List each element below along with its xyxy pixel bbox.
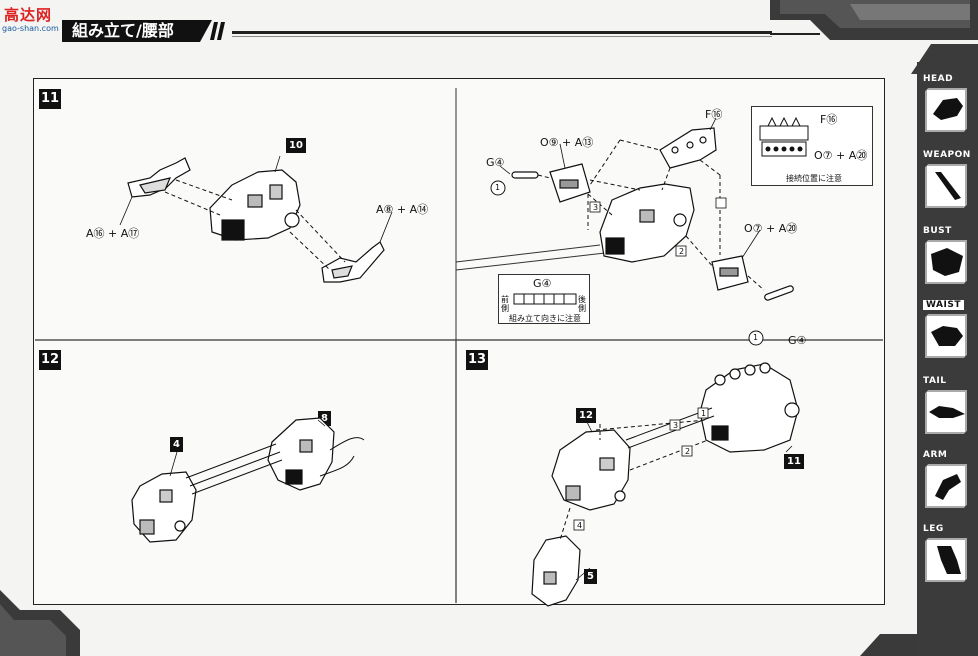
ref-tag-12: 12 xyxy=(576,408,596,423)
part-label-g4-right: G④ xyxy=(788,334,807,347)
bottom-left-ornament xyxy=(0,590,80,656)
nav-label-tail: TAIL xyxy=(923,376,947,386)
s13-callout-1: 1 xyxy=(701,409,707,418)
part-label-g4-left: G④ xyxy=(486,156,505,169)
weapon-icon xyxy=(925,164,967,208)
part-label-a16-a17: A⑯ + A⑰ xyxy=(86,227,140,240)
step-11-number: 11 xyxy=(39,89,61,109)
leg-icon xyxy=(925,538,967,582)
nav-item-arm[interactable]: ARM xyxy=(921,450,977,516)
box-label-o7-a20: O⑦ + A⑳ xyxy=(814,149,868,162)
logo-url: gao-shan.com xyxy=(2,24,59,33)
part-label-f16: F⑯ xyxy=(705,108,723,121)
box-back-label: 後側 xyxy=(578,295,586,313)
nav-item-weapon[interactable]: WEAPON xyxy=(921,150,977,216)
bust-icon xyxy=(925,240,967,284)
ref-tag-11: 11 xyxy=(784,454,804,469)
ref-tag-5: 5 xyxy=(584,569,597,584)
nav-label-head: HEAD xyxy=(923,74,954,84)
logo-text: 高达网 xyxy=(4,6,53,24)
waist-icon xyxy=(925,314,967,358)
orientation-caption: 組み立て向きに注意 xyxy=(509,314,581,323)
ref-tag-4: 4 xyxy=(170,437,183,452)
part-label-a8-a14: A⑧ + A⑭ xyxy=(376,203,429,216)
nav-label-arm: ARM xyxy=(923,450,948,460)
box-front-label: 前側 xyxy=(501,295,509,313)
sidebar-top-notch xyxy=(911,44,978,74)
nav-label-bust: BUST xyxy=(923,226,952,236)
head-icon xyxy=(925,88,967,132)
part-label-o9-a13: O⑨ + A⑬ xyxy=(540,136,594,149)
site-logo: 高达网 gao-shan.com xyxy=(0,4,66,34)
box-label-f16: F⑯ xyxy=(820,113,838,126)
box-label-g4: G④ xyxy=(533,277,552,290)
nav-item-leg[interactable]: LEG xyxy=(921,524,977,590)
connect-position-caption: 接続位置に注意 xyxy=(786,174,842,183)
nav-item-tail[interactable]: TAIL xyxy=(921,376,977,442)
ref-tag-10: 10 xyxy=(286,138,306,153)
nav-label-weapon: WEAPON xyxy=(923,150,971,160)
header-rule-thin xyxy=(232,36,772,37)
s13-callout-4: 4 xyxy=(577,521,583,530)
tail-icon xyxy=(925,390,967,434)
nav-item-bust[interactable]: BUST xyxy=(921,226,977,292)
step-12-number: 12 xyxy=(39,350,61,370)
nav-label-leg: LEG xyxy=(923,524,944,534)
part-label-o7-a20: O⑦ + A⑳ xyxy=(744,222,798,235)
header-rule xyxy=(232,31,772,34)
nav-item-waist[interactable]: WAIST xyxy=(921,300,977,366)
callout-1-left: 1 xyxy=(495,183,501,192)
s13-callout-2: 2 xyxy=(685,447,691,456)
step-13-number: 13 xyxy=(466,350,488,370)
callout-1-right: 1 xyxy=(753,333,759,342)
nav-item-head[interactable]: HEAD xyxy=(921,74,977,140)
callout-3: 3 xyxy=(593,203,599,212)
page-title: 組み立て/腰部 xyxy=(62,20,212,42)
header-corner-ornament xyxy=(770,0,978,40)
arm-icon xyxy=(925,464,967,508)
orientation-note-box: G④ 前側 後側 組み立て向きに注意 xyxy=(498,274,590,324)
title-stripes xyxy=(210,22,225,40)
nav-label-waist: WAIST xyxy=(923,300,964,310)
callout-2: 2 xyxy=(679,247,685,256)
s13-callout-3: 3 xyxy=(673,421,679,430)
